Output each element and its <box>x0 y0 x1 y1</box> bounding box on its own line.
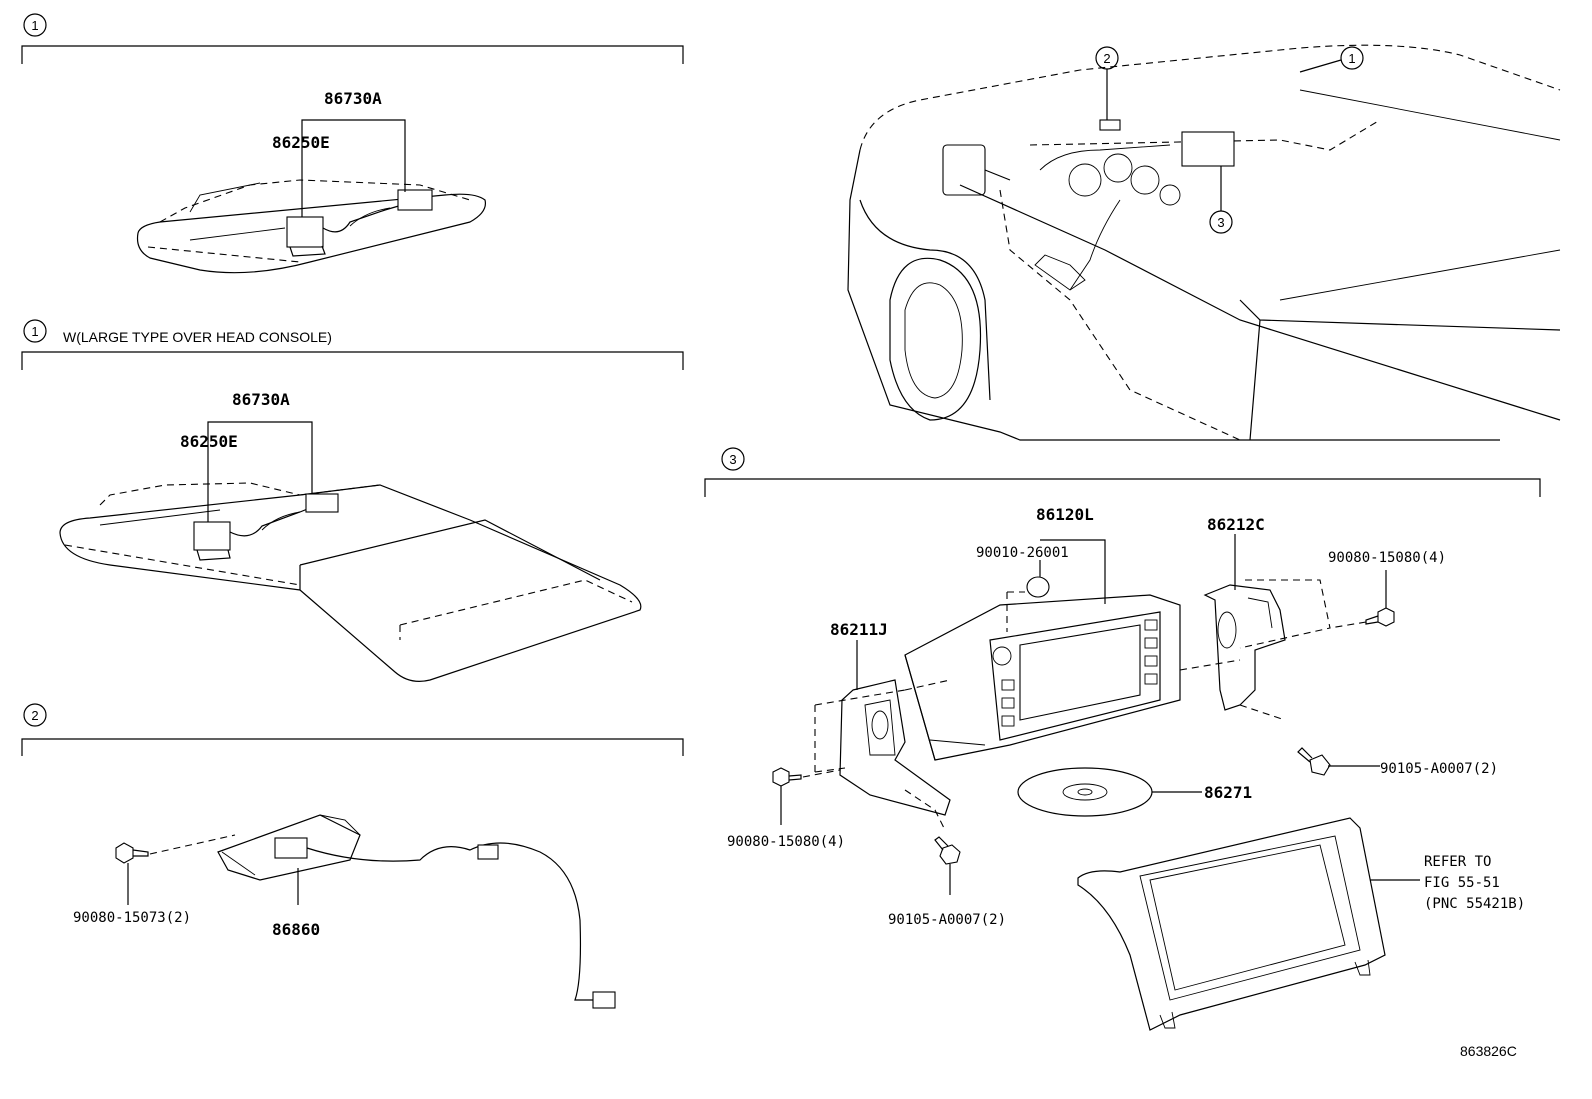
part-86250e-large-icon <box>193 493 339 561</box>
bolt-90080-15080-left-icon <box>772 767 802 787</box>
svg-text:3: 3 <box>1217 215 1224 230</box>
part-86250e-small-icon <box>286 189 433 257</box>
label-2-part: 86860 <box>272 920 320 939</box>
section-1a-bracket <box>21 45 684 64</box>
overhead-console-small <box>136 179 487 274</box>
svg-text:1: 1 <box>31 18 38 33</box>
cap-90010-26001-icon <box>1026 576 1050 598</box>
label-3-bracket-right: 86212C <box>1207 515 1265 534</box>
screw-90105-a0007-left-icon <box>934 836 961 865</box>
svg-text:1: 1 <box>1348 51 1355 66</box>
section-1a-marker: 1 <box>23 13 47 37</box>
section-2-bracket <box>21 738 684 756</box>
label-1a-part: 86250E <box>272 133 330 152</box>
leader-3-unit <box>1040 539 1106 604</box>
label-3-disc: 86271 <box>1204 783 1252 802</box>
label-3-bolt-left: 90080-15080(4) <box>727 834 845 850</box>
label-3-bolt-right: 90080-15080(4) <box>1328 550 1446 566</box>
vehicle-marker-2: 2 <box>1095 46 1119 120</box>
disc-86271 <box>1017 767 1153 817</box>
overhead-console-large <box>59 482 642 682</box>
antenna-cable <box>306 842 616 1009</box>
bracket-86211j <box>839 679 951 816</box>
bezel-panel <box>1077 817 1386 1031</box>
label-3-refer-line1: REFER TO <box>1424 854 1491 870</box>
svg-text:1: 1 <box>31 324 38 339</box>
section-2-marker: 2 <box>23 703 47 727</box>
leader-1a-assembly <box>301 119 406 217</box>
label-2-bolt: 90080-15073(2) <box>73 910 191 926</box>
navigation-head-unit <box>904 594 1181 761</box>
section-3-marker: 3 <box>721 447 745 471</box>
label-3-screw-right: 90105-A0007(2) <box>1380 761 1498 777</box>
section-3-bracket <box>704 478 1541 497</box>
bracket-86212c <box>1203 584 1286 711</box>
leader-1b-assembly <box>207 421 313 522</box>
label-3-refer-line3: (PNC 55421B) <box>1424 896 1525 912</box>
label-3-bracket-left: 86211J <box>830 620 888 639</box>
section-1b-marker: 1 <box>23 319 47 343</box>
label-1a-assembly: 86730A <box>324 89 382 108</box>
label-3-cap: 90010-26001 <box>976 545 1069 561</box>
svg-text:2: 2 <box>31 708 38 723</box>
section-1b-note: W(LARGE TYPE OVER HEAD CONSOLE) <box>63 329 332 345</box>
vehicle-overview: 2 1 3 <box>847 44 1561 441</box>
label-3-screw-left: 90105-A0007(2) <box>888 912 1006 928</box>
section-1b-bracket <box>21 351 684 370</box>
label-3-refer-line2: FIG 55-51 <box>1424 875 1500 891</box>
antenna-bracket <box>217 814 361 881</box>
figure-id: 863826C <box>1460 1043 1517 1059</box>
vehicle-marker-3: 3 <box>1209 166 1233 234</box>
bolt-90080-15080-right-icon <box>1365 607 1395 627</box>
bolt-90080-15073-icon <box>115 842 149 864</box>
label-1b-assembly: 86730A <box>232 390 290 409</box>
section-2: 2 90080-15073(2) 86860 <box>21 703 684 1009</box>
label-1b-part: 86250E <box>180 432 238 451</box>
section-3: 3 <box>704 447 1541 1031</box>
svg-text:2: 2 <box>1103 51 1110 66</box>
vehicle-marker-1: 1 <box>1299 46 1364 73</box>
label-3-unit: 86120L <box>1036 505 1094 524</box>
section-1a: 1 86730A 86250E <box>21 13 684 274</box>
svg-text:3: 3 <box>729 452 736 467</box>
screw-90105-a0007-right-icon <box>1297 747 1331 776</box>
section-1b: 1 W(LARGE TYPE OVER HEAD CONSOLE) 86730A… <box>21 319 684 682</box>
